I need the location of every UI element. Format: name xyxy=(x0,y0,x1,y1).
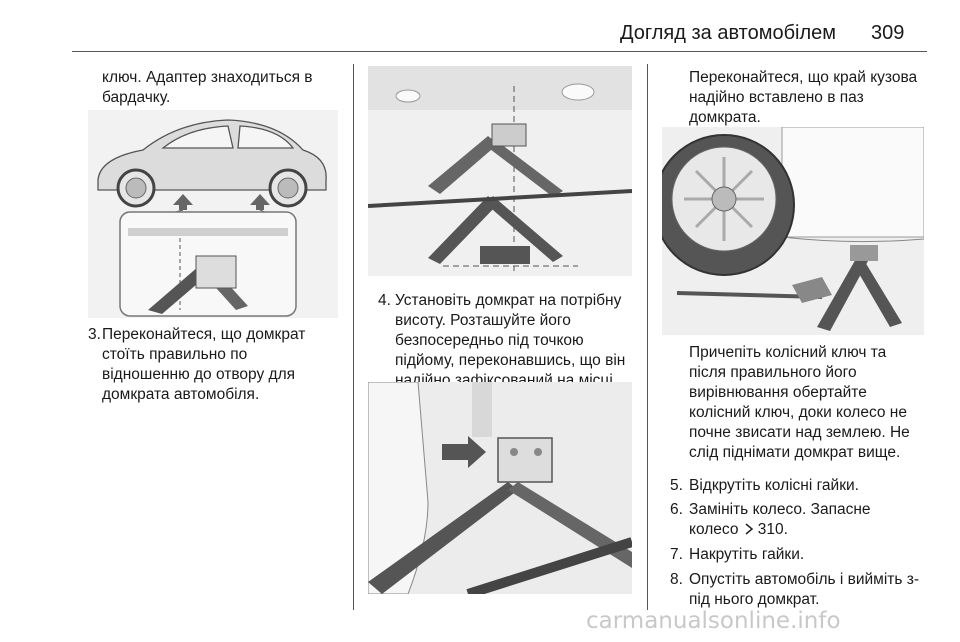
col3-intro-line3: домкрата. xyxy=(689,109,761,126)
car-jack-points-figure xyxy=(88,110,338,318)
step4-line4: підйому, переконавшись, що він xyxy=(395,352,626,369)
col3-intro-line1: Переконайтеся, що край кузова xyxy=(689,69,918,86)
step7-number: 7. xyxy=(670,546,683,563)
column-divider-2 xyxy=(647,64,648,610)
header-divider xyxy=(72,51,927,52)
attach-line2: після правильного його xyxy=(689,364,857,381)
attach-line4: колісний ключ, доки колесо не xyxy=(689,404,907,421)
step8-number: 8. xyxy=(670,571,683,588)
jack-engage-figure xyxy=(368,382,632,594)
attach-line5: почне звисати над землею. Не xyxy=(689,424,910,441)
step8-line2: під нього домкрат. xyxy=(689,591,820,608)
wheel-jack-wrench-figure xyxy=(662,127,924,335)
col3-intro-line2: надійно вставлено в паз xyxy=(689,89,864,106)
step4-number: 4. xyxy=(378,292,391,309)
step5-number: 5. xyxy=(670,477,683,494)
page-reference-icon xyxy=(743,521,755,535)
page-number: 309 xyxy=(871,22,905,44)
step4-line3: безпосередньо під точкою xyxy=(395,332,584,349)
step6-line2-text: колесо xyxy=(689,521,743,538)
col1-intro-line1: ключ. Адаптер знаходиться в xyxy=(102,69,313,86)
step3-line1: Переконайтеся, що домкрат xyxy=(102,326,306,343)
column-divider-1 xyxy=(353,64,354,610)
step3-line4: домкрата автомобіля. xyxy=(102,386,260,403)
watermark: carmanualsonline.info xyxy=(586,608,841,634)
step8-line1: Опустіть автомобіль і вийміть з- xyxy=(689,571,920,588)
step7-text: Накрутіть гайки. xyxy=(689,546,805,563)
attach-line6: слід піднімати домкрат вище. xyxy=(689,444,901,461)
step6-line1: Замініть колесо. Запасне xyxy=(689,501,871,518)
step5-text: Відкрутіть колісні гайки. xyxy=(689,477,859,494)
attach-line3: вирівнювання обертайте xyxy=(689,384,867,401)
attach-line1: Причепіть колісний ключ та xyxy=(689,344,887,361)
col1-intro-line2: бардачку. xyxy=(102,89,171,106)
step3-line3: відношенню до отвору для xyxy=(102,366,296,383)
jack-height-figure xyxy=(368,66,632,276)
step3-number: 3. xyxy=(88,326,101,343)
step4-line1: Установіть домкрат на потрібну xyxy=(395,292,622,309)
step3-line2: стоїть правильно по xyxy=(102,346,248,363)
page-title: Догляд за автомобілем xyxy=(620,22,837,44)
step4-line2: висоту. Розташуйте його xyxy=(395,312,571,329)
step6-line2: колесо 310. xyxy=(689,520,788,540)
step6-number: 6. xyxy=(670,501,683,518)
page-reference-link[interactable]: 310. xyxy=(757,521,788,538)
